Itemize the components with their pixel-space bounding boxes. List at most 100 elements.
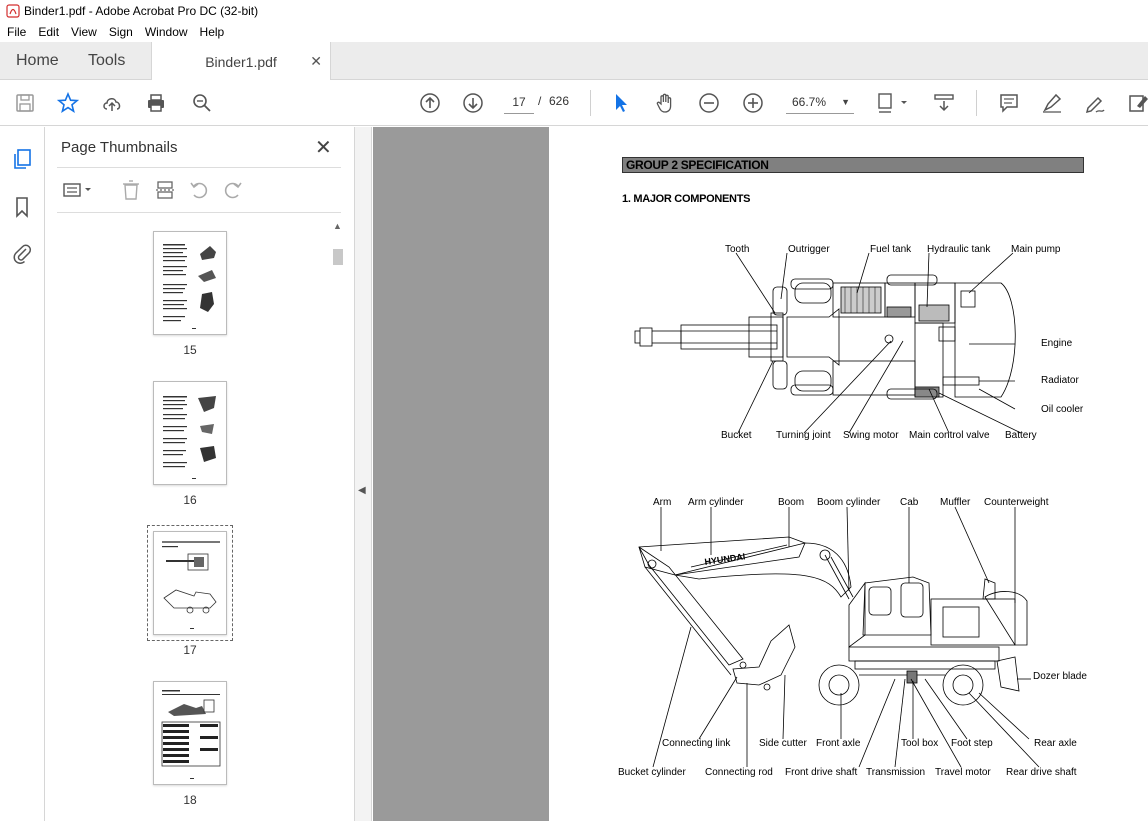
delete-page-icon[interactable] (119, 178, 143, 202)
pdf-page: GROUP 2 SPECIFICATION 1. MAJOR COMPONENT… (549, 127, 1148, 821)
thumbnail-page-current[interactable] (153, 531, 227, 635)
attachment-icon[interactable] (10, 241, 34, 265)
menu-bar: File Edit View Sign Window Help (0, 22, 1148, 42)
document-viewport[interactable]: GROUP 2 SPECIFICATION 1. MAJOR COMPONENT… (373, 127, 1148, 821)
comment-icon[interactable] (997, 91, 1021, 115)
toolbar-divider (976, 90, 977, 116)
label-arm-cylinder: Arm cylinder (688, 497, 744, 508)
left-navigation-rail (0, 127, 45, 821)
zoom-level-select[interactable]: 66.7% ▼ (786, 90, 854, 114)
sign-pen-icon[interactable] (1083, 91, 1107, 115)
acrobat-app-icon (6, 4, 20, 18)
label-turning-joint: Turning joint (776, 430, 831, 441)
thumbnail-label: 18 (183, 793, 197, 807)
label-hydraulic-tank: Hydraulic tank (927, 244, 991, 255)
label-tooth: Tooth (725, 244, 750, 255)
zoom-out-icon[interactable] (697, 91, 721, 115)
selected-thumbnail-frame (147, 525, 233, 641)
panel-title: Page Thumbnails (61, 139, 178, 156)
find-text-icon[interactable] (190, 91, 214, 115)
edit-pdf-icon[interactable] (1126, 91, 1148, 115)
title-bar: Binder1.pdf - Adobe Acrobat Pro DC (32-b… (0, 0, 1148, 22)
menu-help[interactable]: Help (199, 25, 225, 39)
previous-page-icon[interactable] (418, 91, 442, 115)
next-page-icon[interactable] (461, 91, 485, 115)
scroll-up-icon[interactable]: ▲ (333, 221, 342, 231)
label-boom: Boom (778, 497, 805, 508)
panel-collapse-handle[interactable]: ◀ (355, 127, 372, 821)
label-dozer-blade: Dozer blade (1033, 671, 1087, 682)
close-tab-icon[interactable]: ✕ (310, 53, 322, 69)
menu-view[interactable]: View (71, 25, 97, 39)
label-transmission: Transmission (866, 767, 926, 778)
label-front-drive-shaft: Front drive shaft (785, 767, 858, 778)
rotate-counterclockwise-icon[interactable] (187, 178, 211, 202)
toolbar-divider (590, 90, 591, 116)
page-fit-icon[interactable] (874, 91, 910, 115)
hand-tool-icon[interactable] (653, 91, 677, 115)
thumbnail-label: 17 (183, 643, 197, 657)
label-connecting-link: Connecting link (662, 738, 731, 749)
page-thumbnails-panel: Page Thumbnails ✕ ▲ 15 (45, 127, 355, 821)
thumbnail-page[interactable] (153, 231, 227, 335)
label-rear-axle: Rear axle (1034, 738, 1077, 749)
menu-window[interactable]: Window (144, 25, 188, 39)
label-swing-motor: Swing motor (843, 430, 899, 441)
brand-text: HYUNDAI (704, 551, 746, 567)
label-battery: Battery (1005, 430, 1037, 441)
thumbnail-page[interactable] (153, 381, 227, 485)
label-connecting-rod: Connecting rod (705, 767, 773, 778)
label-rear-drive-shaft: Rear drive shaft (1006, 767, 1077, 778)
thumbnail-label: 16 (183, 493, 197, 507)
page-thumbnails-icon[interactable] (10, 147, 34, 171)
page-total: 626 (549, 94, 570, 108)
zoom-value: 66.7% (792, 95, 827, 109)
save-icon[interactable] (13, 91, 37, 115)
thumbnail-scrollbar[interactable] (331, 219, 343, 819)
label-side-cutter: Side cutter (759, 738, 807, 749)
label-foot-step: Foot step (951, 738, 993, 749)
tab-home[interactable]: Home (16, 52, 59, 69)
menu-file[interactable]: File (7, 25, 27, 39)
zoom-in-icon[interactable] (741, 91, 765, 115)
label-engine: Engine (1041, 338, 1073, 349)
label-counterweight: Counterweight (984, 497, 1049, 508)
tab-tools[interactable]: Tools (88, 52, 126, 69)
main-toolbar: 17 / 626 66.7% ▼ (0, 80, 1148, 126)
label-cab: Cab (900, 497, 919, 508)
close-panel-icon[interactable]: ✕ (315, 137, 332, 159)
thumbnail-label: 15 (183, 343, 197, 357)
select-cursor-icon[interactable] (609, 91, 633, 115)
section-heading: 1. MAJOR COMPONENTS (622, 193, 751, 205)
page-number-input[interactable]: 17 (504, 90, 534, 114)
thumbnail-page[interactable] (153, 681, 227, 785)
label-main-pump: Main pump (1011, 244, 1061, 255)
extract-page-icon[interactable] (153, 178, 177, 202)
label-main-control-valve: Main control valve (909, 430, 990, 441)
menu-edit[interactable]: Edit (38, 25, 60, 39)
page-separator: / (538, 94, 542, 108)
label-fuel-tank: Fuel tank (870, 244, 912, 255)
thumbnail-options-icon[interactable] (61, 178, 95, 202)
label-radiator: Radiator (1041, 375, 1079, 386)
label-oil-cooler: Oil cooler (1041, 404, 1084, 415)
chevron-down-icon: ▼ (841, 97, 850, 107)
thumbnail-toolbar (57, 167, 341, 213)
print-icon[interactable] (144, 91, 168, 115)
bookmark-icon[interactable] (10, 195, 34, 219)
label-tool-box: Tool box (901, 738, 939, 749)
label-bucket-cylinder: Bucket cylinder (618, 767, 686, 778)
scroll-mode-icon[interactable] (932, 91, 956, 115)
scrollbar-thumb[interactable] (333, 249, 343, 265)
upload-cloud-icon[interactable] (100, 91, 124, 115)
rotate-clockwise-icon[interactable] (221, 178, 245, 202)
label-outrigger: Outrigger (788, 244, 830, 255)
menu-sign[interactable]: Sign (108, 25, 133, 39)
collapse-arrow-icon: ◀ (358, 485, 366, 496)
tab-document[interactable]: Binder1.pdf ✕ (151, 42, 331, 81)
excavator-diagram: HYUNDAI (634, 252, 1040, 768)
highlight-pen-icon[interactable] (1040, 91, 1064, 115)
bookmark-star-icon[interactable] (56, 91, 80, 115)
label-boom-cylinder: Boom cylinder (817, 497, 881, 508)
label-arm: Arm (653, 497, 672, 508)
